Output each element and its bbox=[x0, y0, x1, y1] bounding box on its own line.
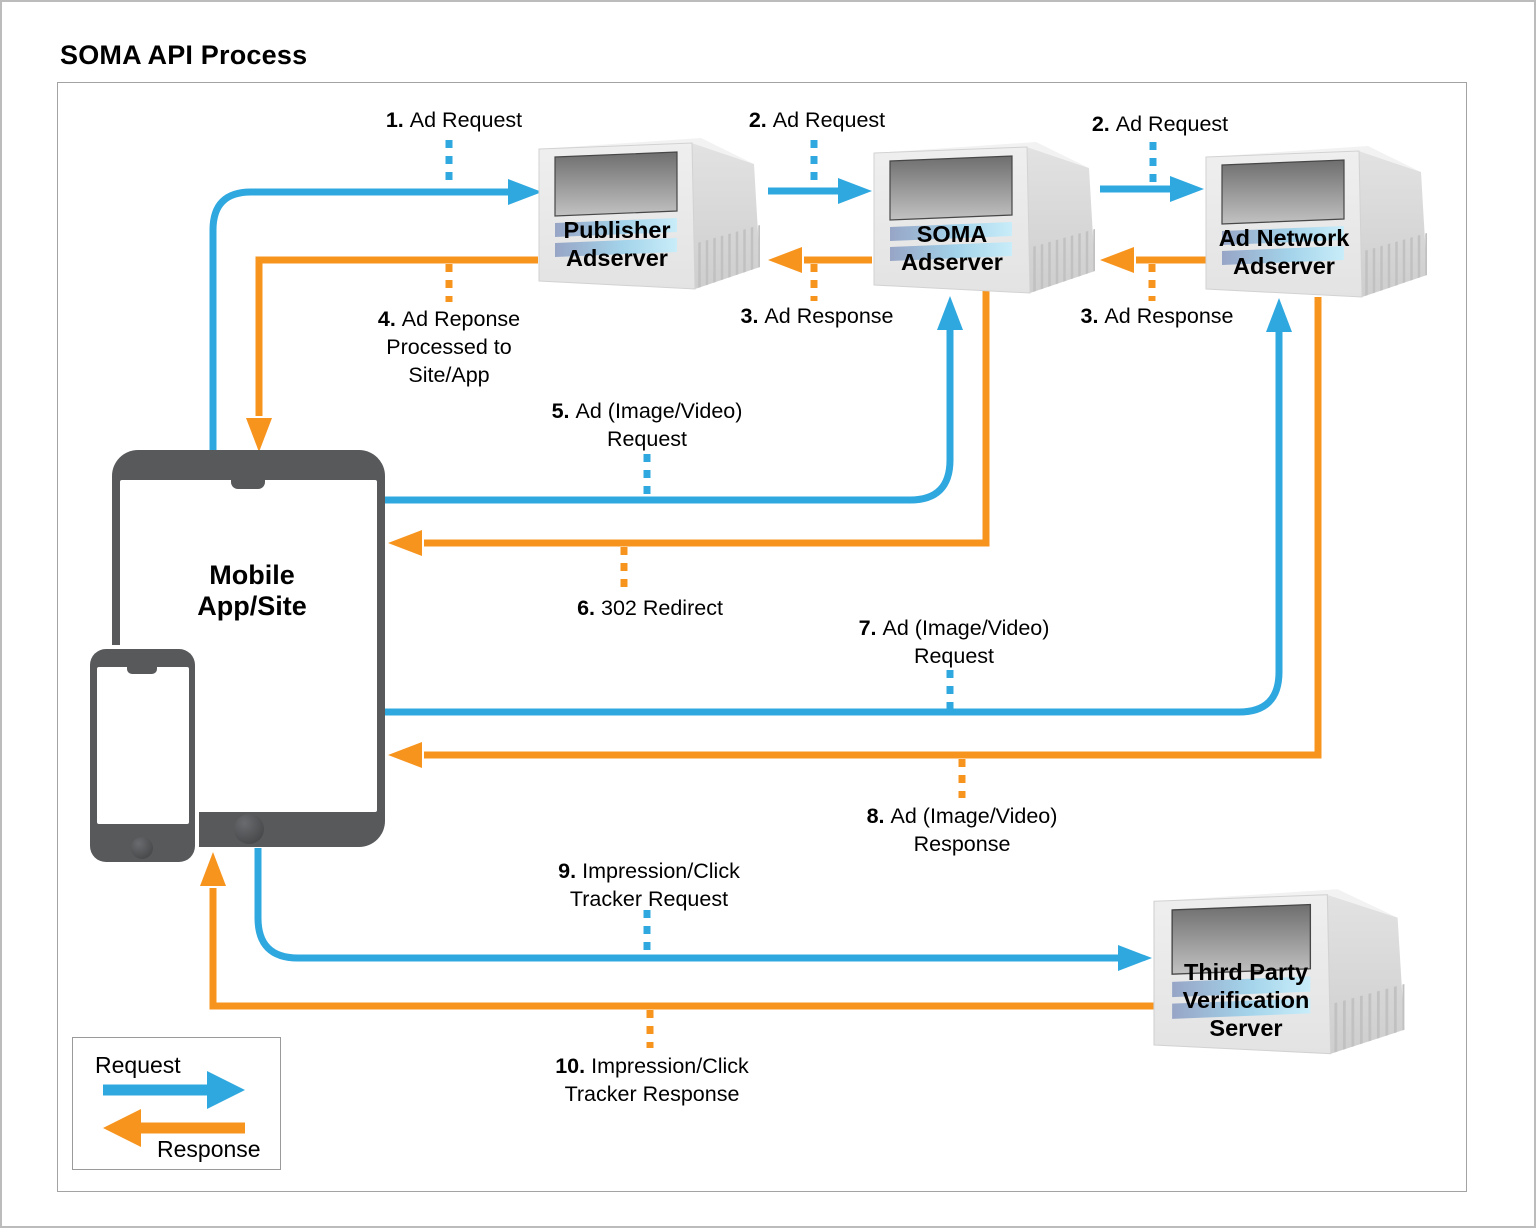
flow-number: 6. bbox=[577, 596, 596, 620]
flow-label-1: 1.Ad Request bbox=[385, 108, 523, 132]
flow-label-4: 4.Ad Reponse Processed to Site/App bbox=[377, 307, 521, 387]
flow-number: 4. bbox=[377, 307, 396, 331]
flow-3a-response-arrowhead bbox=[768, 247, 802, 273]
flow-number: 5. bbox=[551, 399, 570, 423]
flow-label-2b: 2.Ad Request bbox=[1091, 112, 1229, 136]
legend-request-arrow-head bbox=[207, 1071, 245, 1109]
legend-arrows bbox=[103, 1071, 245, 1147]
mobile-app-site-label: Mobile App/Site bbox=[197, 560, 307, 621]
flow-number: 9. bbox=[558, 859, 577, 883]
tablet-camera-notch bbox=[231, 480, 265, 489]
flow-number: 3. bbox=[740, 304, 759, 328]
flow-1-request-line bbox=[209, 188, 510, 450]
legend-response-label: Response bbox=[157, 1136, 261, 1162]
flow-2b-request-arrowhead bbox=[1170, 176, 1204, 202]
legend: Request Response bbox=[72, 1037, 281, 1170]
flow-label-3a: 3.Ad Response bbox=[740, 304, 894, 328]
flow-label-7: 7.Ad (Image/Video) Request bbox=[858, 616, 1050, 668]
flow-2a-request-arrowhead bbox=[838, 178, 872, 204]
flow-number: 1. bbox=[385, 108, 404, 132]
flow-label-2a: 2.Ad Request bbox=[748, 108, 886, 132]
flow-number: 2. bbox=[1091, 112, 1110, 136]
page-title: SOMA API Process bbox=[60, 40, 308, 70]
flow-8-response-arrowhead bbox=[388, 742, 422, 768]
phone-screen bbox=[97, 667, 189, 824]
flow-9-request-line bbox=[254, 848, 1120, 962]
third-party-verification-server-label: Third Party Verification Server bbox=[1182, 959, 1310, 1041]
flow-9-request-arrowhead bbox=[1118, 945, 1152, 971]
flow-6-response-line bbox=[424, 291, 990, 547]
legend-request-label: Request bbox=[95, 1052, 181, 1078]
flow-5-request-arrowhead bbox=[937, 296, 963, 330]
flow-4-response-line bbox=[255, 256, 538, 416]
flow-7-request-line bbox=[384, 330, 1283, 716]
ad-network-adserver-label: Ad Network Adserver bbox=[1218, 225, 1350, 279]
flow-label-6: 6.302 Redirect bbox=[577, 596, 723, 620]
flow-label-8: 8.Ad (Image/Video) Response bbox=[866, 804, 1058, 856]
flow-number: 3. bbox=[1080, 304, 1099, 328]
phone-home-button bbox=[131, 837, 153, 859]
flow-label-9: 9.Impression/Click Tracker Request bbox=[558, 859, 740, 911]
flow-number: 10. bbox=[555, 1054, 586, 1078]
flow-label-5: 5.Ad (Image/Video) Request bbox=[551, 399, 743, 451]
flow-label-10: 10.Impression/Click Tracker Response bbox=[555, 1054, 749, 1106]
tablet-home-button bbox=[234, 814, 264, 844]
flow-3b-response-arrowhead bbox=[1100, 247, 1134, 273]
legend-response-arrow-head bbox=[103, 1109, 141, 1147]
tablet-icon bbox=[112, 450, 385, 847]
flow-number: 8. bbox=[866, 804, 885, 828]
flow-10-response-arrowhead bbox=[200, 852, 226, 886]
diagram-border bbox=[57, 82, 1467, 1192]
phone-camera-notch bbox=[127, 667, 157, 674]
flow-6-response-arrowhead bbox=[388, 530, 422, 556]
flow-8-response-line bbox=[424, 297, 1322, 759]
flow-4-response-arrowhead bbox=[246, 418, 272, 452]
flow-5-request-line bbox=[384, 328, 954, 504]
flow-label-3b: 3.Ad Response bbox=[1080, 304, 1234, 328]
flow-10-response-line bbox=[209, 888, 1154, 1010]
flow-number: 7. bbox=[858, 616, 877, 640]
flow-number: 2. bbox=[748, 108, 767, 132]
publisher-adserver-label: Publisher Adserver bbox=[563, 217, 671, 271]
soma-adserver-label: SOMA Adserver bbox=[901, 221, 1003, 275]
flow-1-request-arrowhead bbox=[508, 179, 542, 205]
flow-7-request-arrowhead bbox=[1266, 298, 1292, 332]
phone-icon bbox=[90, 649, 195, 862]
